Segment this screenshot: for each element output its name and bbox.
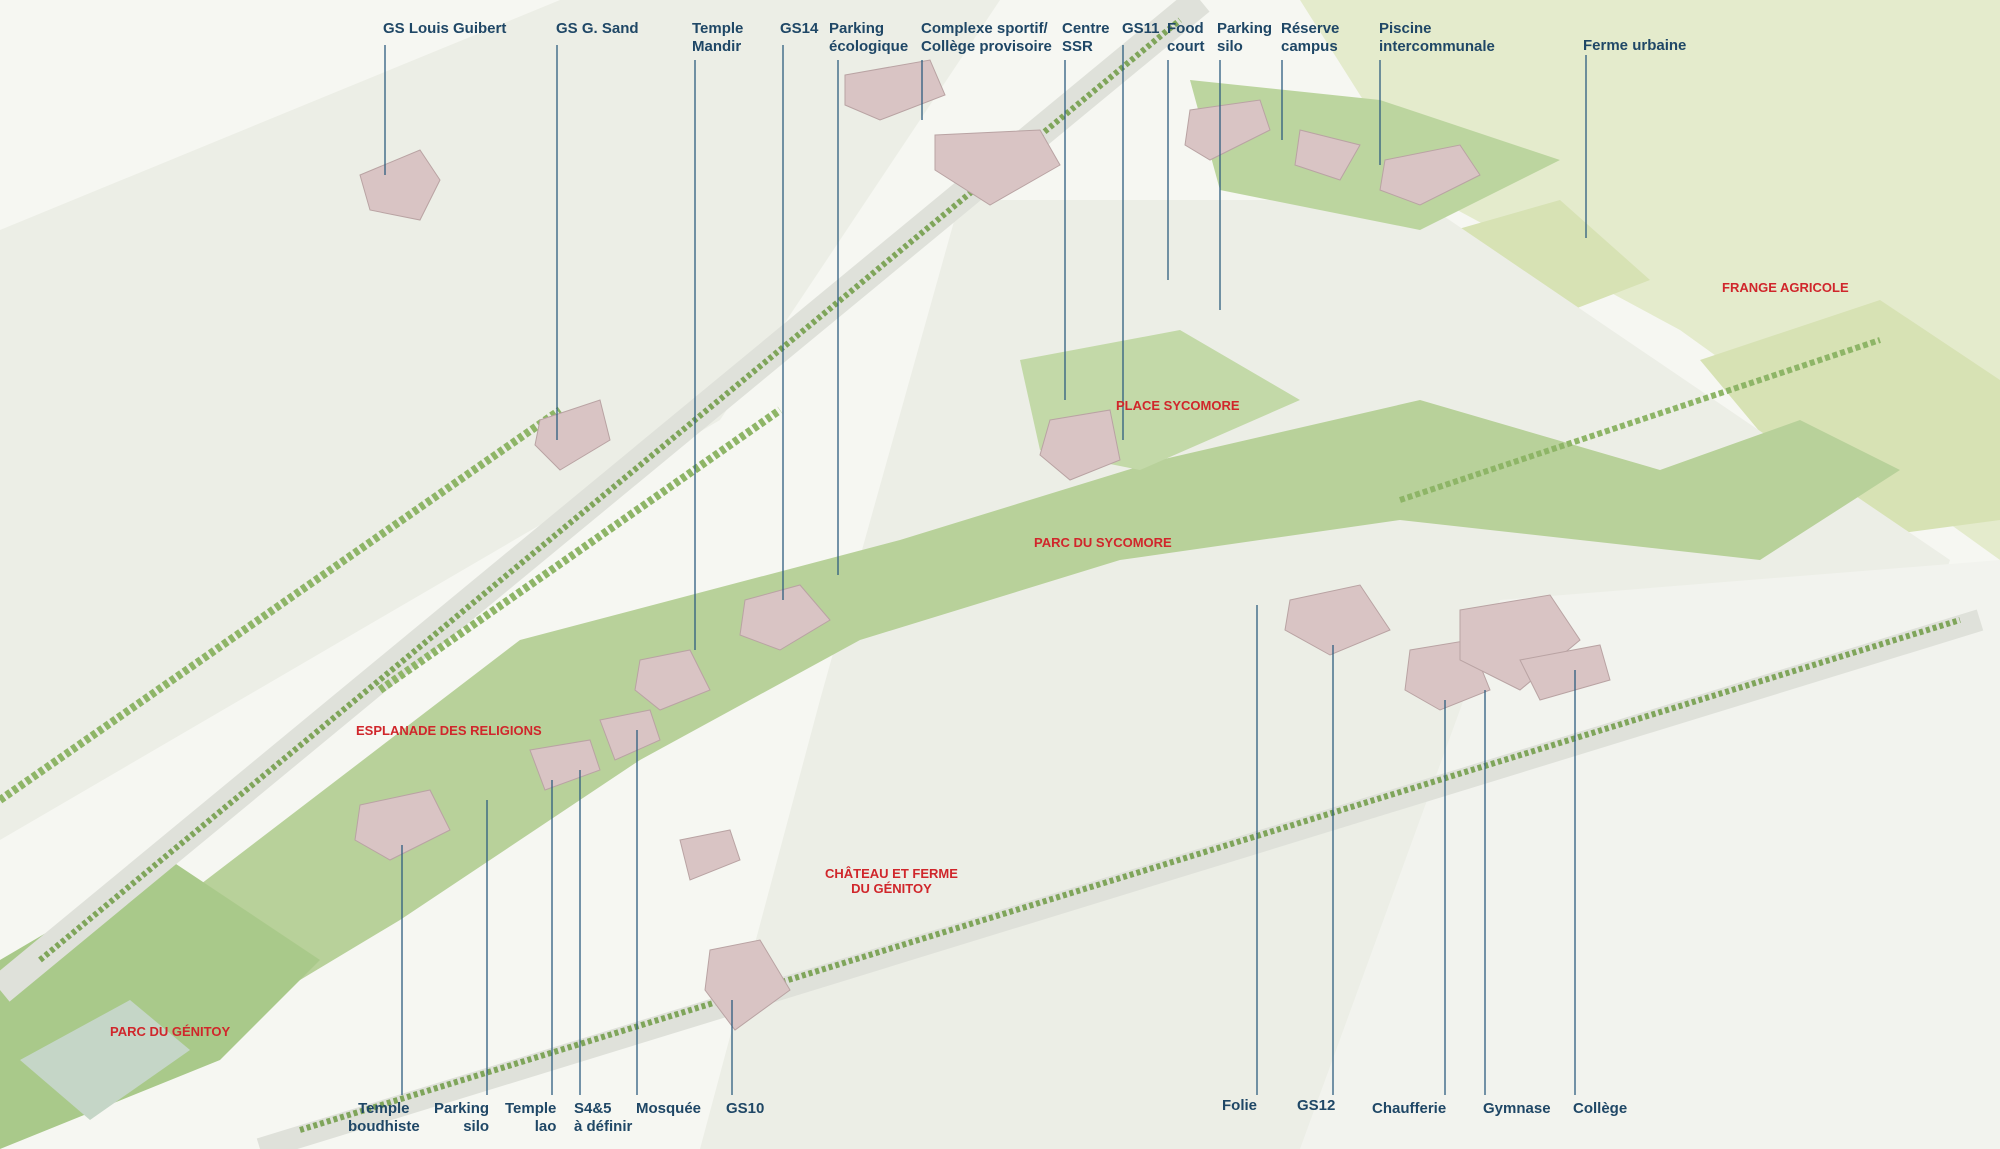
label-mosquee: Mosquée xyxy=(636,1100,702,1117)
tree-row xyxy=(299,617,1961,1133)
label-gs11: GS11 xyxy=(1122,20,1160,37)
label-chaufferie: Chaufferie xyxy=(1372,1100,1447,1117)
label-gs14: GS14 xyxy=(780,20,819,37)
label-gs-louis-guibert: GS Louis Guibert xyxy=(383,20,507,37)
label-folie: Folie xyxy=(1222,1097,1258,1114)
crop-field xyxy=(1420,200,1650,330)
tree-row xyxy=(38,17,1182,963)
green-corridor xyxy=(180,400,1900,1010)
crop-field xyxy=(1700,300,2000,540)
tree-row xyxy=(1399,337,1881,503)
pond xyxy=(20,1000,190,1120)
tree-row xyxy=(0,406,563,804)
label-gs12: GS12 xyxy=(1297,1097,1336,1114)
label-gs10: GS10 xyxy=(726,1100,765,1117)
area-parc-du-sycomore: PARC DU SYCOMORE xyxy=(1034,535,1172,550)
label-gymnase: Gymnase xyxy=(1483,1100,1551,1117)
label-complexe-sportif: Complexe sportif/Collège provisoire xyxy=(921,20,1052,55)
tree-row xyxy=(377,406,783,694)
south-boulevard xyxy=(256,609,1984,1149)
area-place-sycomore: PLACE SYCOMORE xyxy=(1116,398,1240,413)
facility-buildings xyxy=(354,59,1611,1031)
area-parc-du-genitoy: PARC DU GÉNITOY xyxy=(110,1024,231,1039)
area-esplanade: ESPLANADE DES RELIGIONS xyxy=(356,723,542,738)
area-frange-agricole: FRANGE AGRICOLE xyxy=(1722,280,1849,295)
urban-fabric-west xyxy=(0,0,1000,840)
label-gs-g-sand: GS G. Sand xyxy=(556,20,639,37)
industrial-zone xyxy=(1300,560,2000,1149)
label-ferme-urbaine: Ferme urbaine xyxy=(1583,37,1687,54)
label-college: Collège xyxy=(1573,1100,1628,1117)
